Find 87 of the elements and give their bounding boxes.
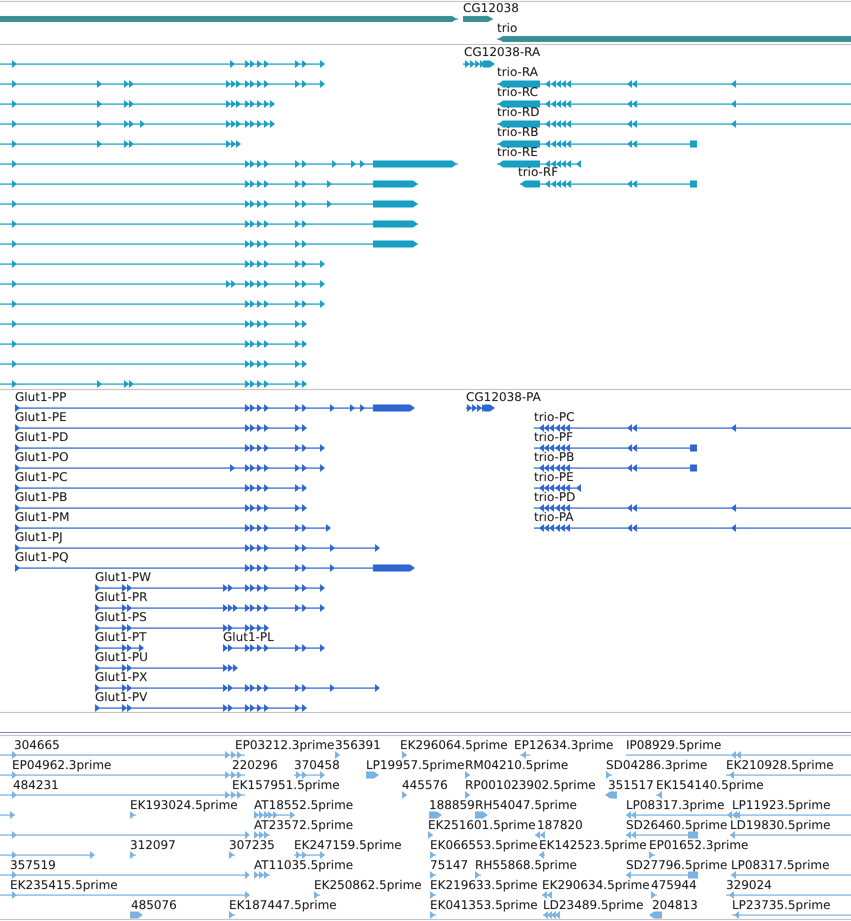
feature-label: LP23735.5prime: [732, 898, 831, 912]
feature-label: Glut1-PP: [15, 390, 66, 404]
feature-label: 370458: [294, 758, 340, 772]
feature-label: Glut1-PQ: [15, 550, 69, 564]
feature-label: 75147: [430, 858, 468, 872]
feature-label: Glut1-PU: [95, 650, 148, 664]
feature-label: Glut1-PS: [95, 610, 147, 624]
feature-label: AT23572.5prime: [254, 818, 354, 832]
feature-label: Glut1-PO: [15, 450, 69, 464]
feature-label: 307235: [229, 838, 275, 852]
feature-label: EK219633.5prime: [430, 878, 538, 892]
feature-label: trio-PC: [534, 410, 574, 424]
feature-label: SD27796.5prime: [626, 858, 728, 872]
feature-label: LP11923.5prime: [732, 798, 831, 812]
feature-label: EP01652.3prime: [649, 838, 748, 852]
feature-label: 187820: [537, 818, 583, 832]
feature-label: EK290634.5prime: [542, 878, 650, 892]
feature-label: LD19830.5prime: [730, 818, 831, 832]
feature-label: EK193024.5prime: [130, 798, 238, 812]
feature-label: EK142523.5prime: [539, 838, 647, 852]
feature-label: AT18552.5prime: [254, 798, 354, 812]
feature-label: Glut1-PX: [95, 670, 148, 684]
feature-label: 484231: [13, 778, 59, 792]
feature-label: trio-RB: [497, 125, 538, 139]
feature-label: Glut1-PM: [15, 510, 70, 524]
feature-label: 357519: [10, 858, 56, 872]
feature-label: trio-RE: [497, 145, 538, 159]
feature-label: Glut1-PT: [95, 630, 146, 644]
feature-label: trio-PB: [534, 450, 574, 464]
feature-label: 356391: [335, 738, 381, 752]
feature-label: EK154140.5prime: [656, 778, 764, 792]
feature-label: EK041353.5prime: [430, 898, 538, 912]
feature-label: RP001023902.5prime: [465, 778, 596, 792]
feature-label: trio-PA: [534, 510, 574, 524]
feature-label: 329024: [726, 878, 772, 892]
feature-label: Glut1-PV: [95, 690, 148, 704]
feature-label: EK157951.5prime: [232, 778, 340, 792]
feature-label: 220296: [232, 758, 278, 772]
feature-label: CG12038-PA: [466, 390, 541, 404]
feature-label: EK251601.5prime: [428, 818, 536, 832]
feature-label: trio-PE: [534, 470, 574, 484]
feature-label: RH54047.5prime: [475, 798, 577, 812]
feature-label: Glut1-PW: [95, 570, 152, 584]
feature-label: Glut1-PC: [15, 470, 68, 484]
feature-label: Glut1-PJ: [15, 530, 63, 544]
feature-label: EP12634.3prime: [514, 738, 614, 752]
feature-label: IP08929.5prime: [626, 738, 722, 752]
feature-label: EP03212.3prime: [235, 738, 334, 752]
feature-label: LP08317.3prime: [626, 798, 725, 812]
feature-label: 445576: [402, 778, 448, 792]
feature-label: RH55868.5prime: [475, 858, 577, 872]
feature-label: EK210928.5prime: [726, 758, 834, 772]
feature-label: trio-RF: [518, 165, 558, 179]
feature-label: SD04286.3prime: [606, 758, 708, 772]
feature-label: Glut1-PL: [223, 630, 274, 644]
feature-label: EK066553.5prime: [430, 838, 538, 852]
feature-label: trio-RC: [497, 85, 538, 99]
feature-label: EP04962.3prime: [12, 758, 112, 772]
feature-label: 351517: [608, 778, 654, 792]
feature-label: EK187447.5prime: [229, 898, 337, 912]
feature-label: EK235415.5prime: [10, 878, 118, 892]
feature-label: 312097: [130, 838, 176, 852]
feature-label: Glut1-PR: [95, 590, 148, 604]
feature-label: SD26460.5prime: [626, 818, 728, 832]
feature-label: LP08317.5prime: [731, 858, 830, 872]
feature-label: LP19957.5prime: [366, 758, 465, 772]
feature-label: Glut1-PE: [15, 410, 67, 424]
feature-label: EK247159.5prime: [294, 838, 402, 852]
feature-label: trio-PD: [534, 490, 576, 504]
feature-label: 485076: [131, 898, 177, 912]
feature-label: Glut1-PB: [15, 490, 68, 504]
feature-label: trio-RD: [497, 105, 540, 119]
feature-label: EK250862.5prime: [314, 878, 422, 892]
feature-label: 204813: [652, 898, 698, 912]
feature-label: CG12038-RA: [464, 45, 540, 59]
feature-label: trio-PF: [534, 430, 574, 444]
feature-label: AT11035.5prime: [254, 858, 354, 872]
feature-label: Glut1-PD: [15, 430, 68, 444]
feature-label: EK296064.5prime: [400, 738, 508, 752]
feature-label: 475944: [651, 878, 697, 892]
feature-label: 188859: [429, 798, 475, 812]
feature-label: LD23489.5prime: [543, 898, 644, 912]
feature-label: trio-RA: [497, 65, 538, 79]
feature-label: RM04210.5prime: [465, 758, 568, 772]
feature-label: CG12038: [463, 1, 519, 15]
feature-label: 304665: [14, 738, 60, 752]
feature-label: trio: [497, 21, 518, 35]
